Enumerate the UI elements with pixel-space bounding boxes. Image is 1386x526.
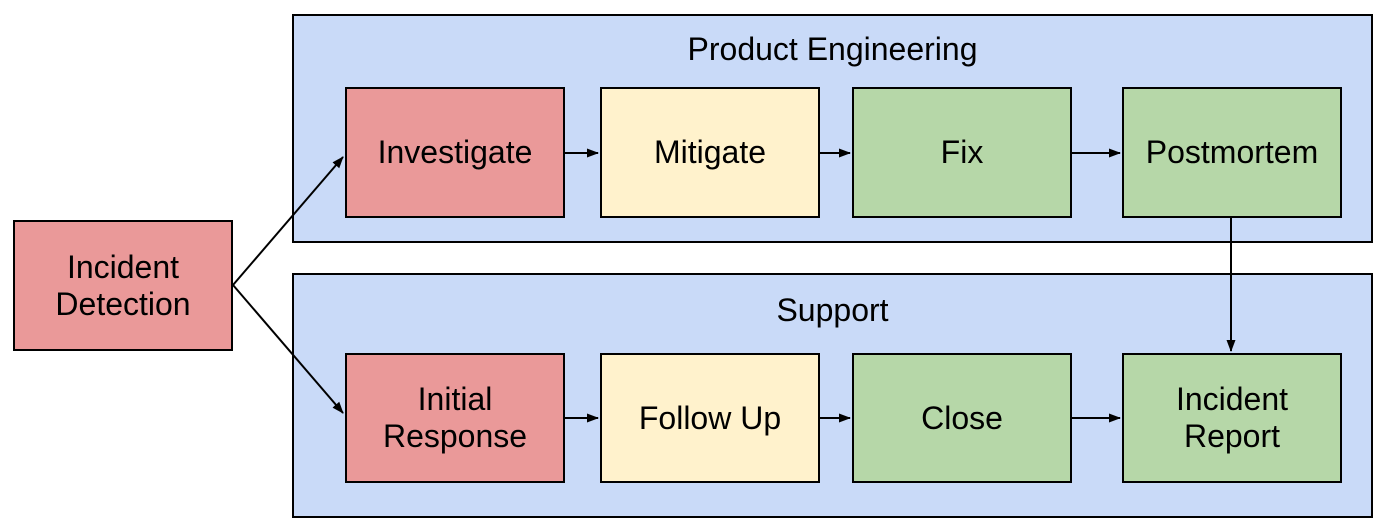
node-follow-up: Follow Up: [600, 353, 820, 483]
node-incident-detection: Incident Detection: [13, 220, 233, 351]
node-close: Close: [852, 353, 1072, 483]
node-incident-report: Incident Report: [1122, 353, 1342, 483]
node-initial-response: Initial Response: [345, 353, 565, 483]
lane-title-support: Support: [776, 292, 889, 328]
node-postmortem: Postmortem: [1122, 87, 1342, 218]
lane-title-product-engineering: Product Engineering: [687, 31, 978, 67]
node-fix: Fix: [852, 87, 1072, 218]
node-investigate: Investigate: [345, 87, 565, 218]
node-mitigate: Mitigate: [600, 87, 820, 218]
